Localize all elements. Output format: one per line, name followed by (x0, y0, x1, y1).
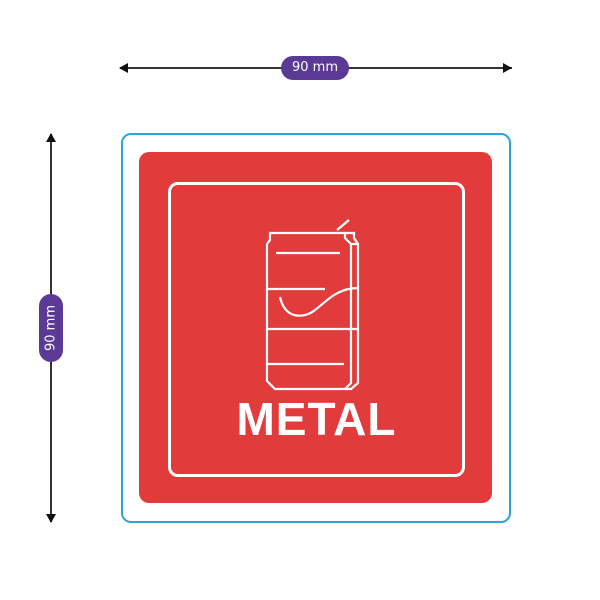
arrow-up-icon (46, 133, 56, 142)
arrow-right-icon (503, 63, 512, 73)
width-label: 90 mm (281, 56, 349, 80)
height-label-pill: 90 mm (39, 294, 63, 362)
sticker-label: METAL (236, 393, 397, 445)
sticker-panel (139, 152, 492, 503)
sticker-inner-border (168, 182, 465, 477)
arrow-down-icon (46, 514, 56, 523)
height-label: 90 mm (43, 304, 59, 352)
arrow-left-icon (119, 63, 128, 73)
soda-can-icon (265, 219, 360, 391)
